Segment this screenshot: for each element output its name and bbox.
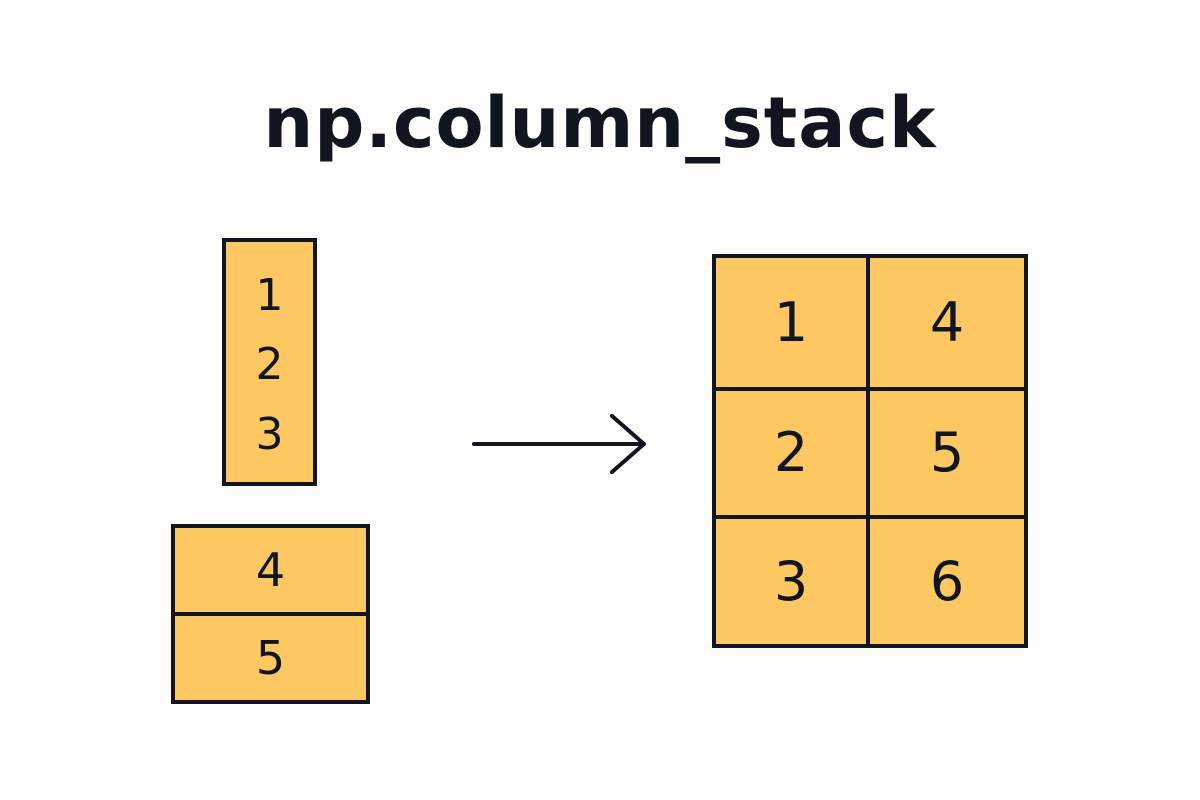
input-a-value: 2 (255, 339, 284, 390)
result-cell: 2 (716, 386, 870, 516)
result-cell: 6 (870, 515, 1024, 644)
right-arrow-icon (472, 414, 646, 474)
result-cell: 1 (716, 258, 870, 387)
result-cell: 5 (870, 386, 1024, 516)
input-b-cell: 5 (175, 612, 366, 700)
input-b-cell: 4 (255, 543, 286, 597)
input-array-b: 4 5 (171, 524, 370, 704)
input-a-value: 1 (255, 269, 284, 321)
diagram-title: np.column_stack (263, 82, 937, 164)
result-cell: 4 (929, 290, 965, 354)
input-a-value: 3 (255, 408, 284, 460)
input-array-a: 1 2 3 (222, 238, 317, 486)
result-cell: 3 (716, 515, 870, 644)
result-matrix: 1 4 2 5 3 6 (712, 254, 1028, 648)
